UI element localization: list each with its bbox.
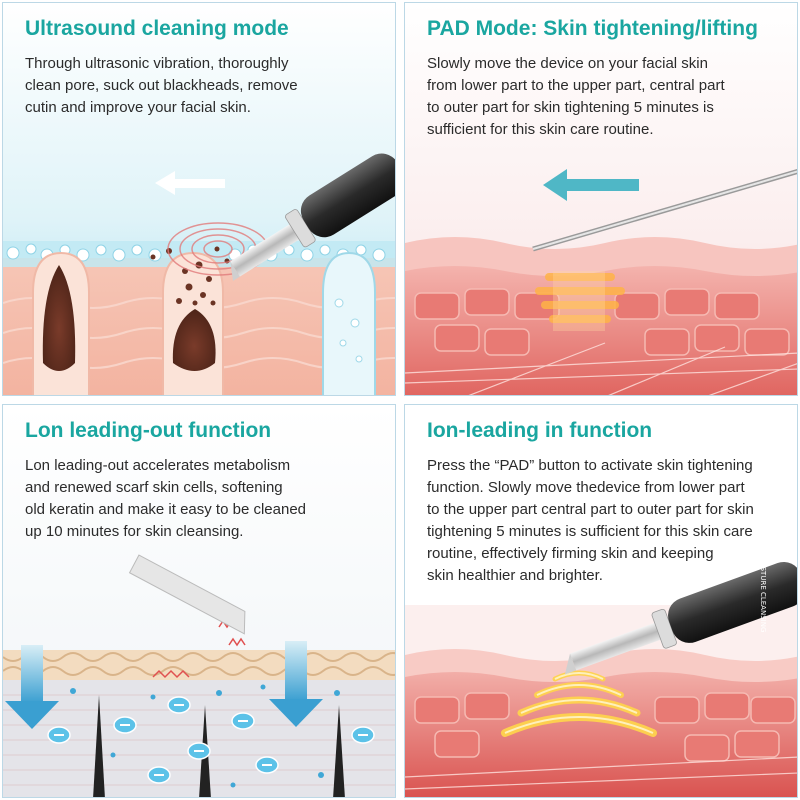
description-line: old keratin and make it easy to be clean… [25, 501, 307, 518]
description-line: sufficient for this skin care routine. [427, 121, 654, 138]
description-line: Lon leading-out accelerates metabolism [25, 457, 291, 474]
description-line: routine, effectively firming skin and ke… [427, 545, 714, 562]
left-arrow-icon [543, 169, 639, 201]
panel-lon-leading-out: Lon leading-out function Lon leading-out… [2, 404, 396, 798]
ion-leading-in-illustration: MOISTURE CLEANSING [405, 405, 797, 797]
panel-title: Ion-leading in function [427, 419, 653, 442]
description-line: Slowly move the device on your facial sk… [427, 55, 708, 72]
description-line: function. Slowly move thedevice from low… [427, 479, 745, 496]
description-line: Through ultrasonic vibration, thoroughly [25, 55, 289, 72]
panel-description: Through ultrasonic vibration, thoroughly… [25, 53, 298, 119]
panel-description: Press the “PAD” button to activate skin … [427, 455, 754, 587]
description-line: and renewed scarf skin cells, softening [25, 479, 283, 496]
panel-pad-mode: PAD Mode: Skin tightening/lifting Slowly… [404, 2, 798, 396]
description-line: to outer part for skin tightening 5 minu… [427, 99, 714, 116]
ultrasonic-device-icon [230, 153, 395, 281]
panel-ultrasound-cleaning: Ultrasound cleaning mode Through ultraso… [2, 2, 396, 396]
ultrasound-cleaning-illustration [3, 3, 395, 395]
down-arrow-icon [269, 641, 323, 727]
description-line: up 10 minutes for skin cleansing. [25, 523, 244, 540]
lon-leading-out-illustration [3, 405, 395, 797]
description-line: skin healthier and brighter. [427, 567, 603, 584]
ultrasonic-device-icon [564, 561, 797, 675]
description-line: clean pore, suck out blackheads, remove [25, 77, 298, 94]
left-arrow-icon [155, 171, 225, 195]
panel-description: Lon leading-out accelerates metabolism a… [25, 455, 306, 543]
panel-title: Lon leading-out function [25, 419, 272, 442]
pad-mode-illustration [405, 3, 797, 395]
panel-title: Ultrasound cleaning mode [25, 17, 289, 40]
minus-ion-icon [47, 696, 375, 784]
description-line: cutin and improve your facial skin. [25, 99, 251, 116]
down-arrow-icon [5, 645, 59, 729]
description-line: tightening 5 minutes is sufficient for t… [427, 523, 753, 540]
panel-ion-leading-in: MOISTURE CLEANSING Ion-leading in functi… [404, 404, 798, 798]
panel-description: Slowly move the device on your facial sk… [427, 53, 725, 141]
description-line: Press the “PAD” button to activate skin … [427, 457, 753, 474]
panel-title: PAD Mode: Skin tightening/lifting [427, 17, 758, 40]
device-label: MOISTURE CLEANSING [759, 553, 767, 632]
description-line: to the upper part central part to outer … [427, 501, 754, 518]
description-line: from lower part to the upper part, centr… [427, 77, 725, 94]
